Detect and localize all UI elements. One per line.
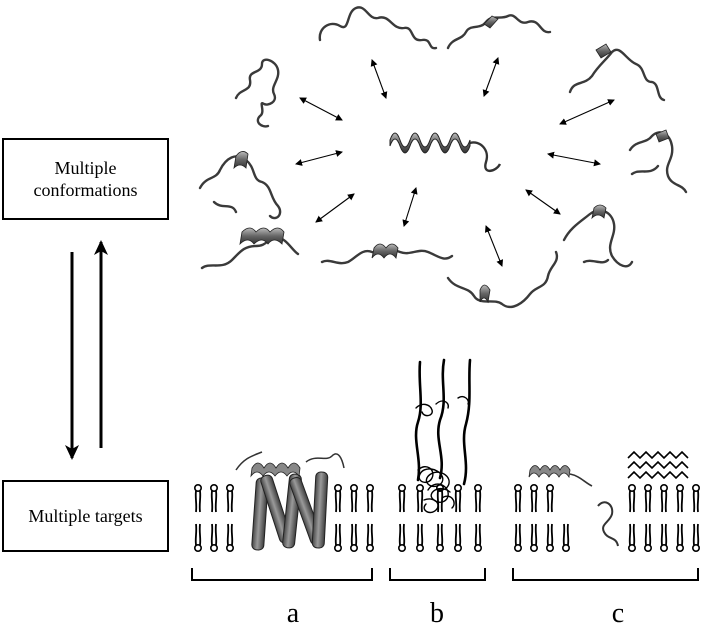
- lipid-upper: [691, 483, 701, 513]
- lipid-upper: [397, 483, 407, 513]
- bracket-a: [191, 568, 373, 581]
- lipid-lower: [545, 523, 555, 553]
- panel-label-b: b: [430, 598, 444, 629]
- conformations-label-line2: conformations: [33, 180, 138, 200]
- bracket-c: [512, 568, 699, 581]
- eq-arrow-2: [370, 59, 388, 99]
- panel-b-fibrils: [414, 358, 472, 514]
- lipid-lower: [333, 523, 343, 553]
- eq-arrow-10: [525, 189, 561, 215]
- lipid-lower: [643, 523, 653, 553]
- eq-arrow-3: [482, 57, 500, 97]
- lipid-lower: [435, 523, 445, 553]
- lipid-lower: [529, 523, 539, 553]
- multiple-conformations-box: Multiple conformations: [2, 138, 169, 220]
- lipid-lower: [691, 523, 701, 553]
- lipid-lower: [209, 523, 219, 553]
- eq-arrow-6: [547, 151, 601, 167]
- lipid-upper: [643, 483, 653, 513]
- lipid-lower: [365, 523, 375, 553]
- equilibrium-arrows: [295, 57, 615, 267]
- transition-arrows: [65, 240, 108, 460]
- eq-arrow-5: [295, 150, 343, 166]
- coil-10: [446, 250, 559, 309]
- wavy-layer: [627, 450, 689, 480]
- lipid-lower: [513, 523, 523, 553]
- coil-6: [198, 155, 282, 220]
- lipid-upper: [209, 483, 219, 513]
- lipid-lower: [453, 523, 463, 553]
- lipid-lower: [397, 523, 407, 553]
- conformations-label-line1: Multiple: [54, 157, 117, 178]
- lipid-lower: [225, 523, 235, 553]
- lipid-upper: [453, 483, 463, 513]
- lipid-lower: [627, 523, 637, 553]
- panel-label-c: c: [611, 598, 625, 629]
- lipid-upper: [513, 483, 523, 513]
- panel-label-a: a: [286, 598, 300, 629]
- lipid-upper: [193, 483, 203, 513]
- panel-c-components: [528, 450, 689, 547]
- panel-a-bundle: [235, 451, 345, 551]
- eq-arrow-1: [299, 97, 343, 121]
- lipid-lower: [193, 523, 203, 553]
- lipid-upper: [415, 483, 425, 513]
- lipid-upper: [473, 483, 483, 513]
- lipid-upper: [545, 483, 555, 513]
- lipid-lower: [473, 523, 483, 553]
- coil-3: [446, 14, 552, 50]
- conformation-coils: [198, 6, 688, 309]
- lipid-upper: [225, 483, 235, 513]
- lipid-upper: [349, 483, 359, 513]
- panel-brackets: [191, 568, 699, 581]
- lipid-upper: [627, 483, 637, 513]
- eq-arrow-8: [402, 187, 418, 227]
- lipid-upper: [675, 483, 685, 513]
- coil-7: [200, 236, 300, 270]
- coil-9: [562, 209, 634, 268]
- coil-helix-segments: [233, 15, 670, 304]
- lipid-lower: [349, 523, 359, 553]
- lipid-lower: [415, 523, 425, 553]
- eq-arrow-4: [559, 99, 615, 125]
- targets-label: Multiple targets: [28, 505, 143, 526]
- coil-2: [318, 6, 438, 50]
- lipid-upper: [529, 483, 539, 513]
- eq-arrow-9: [484, 225, 504, 267]
- coil-4: [568, 48, 666, 102]
- lipid-upper: [365, 483, 375, 513]
- coil-5: [628, 131, 688, 194]
- lipid-lower: [675, 523, 685, 553]
- lipid-lower: [561, 523, 571, 553]
- eq-arrow-7: [315, 193, 355, 223]
- multiple-targets-box: Multiple targets: [2, 480, 169, 552]
- central-helix: [389, 132, 502, 173]
- bracket-b: [389, 568, 486, 581]
- lipid-upper: [333, 483, 343, 513]
- lipid-lower: [659, 523, 669, 553]
- coil-1: [234, 58, 280, 128]
- lipid-upper: [659, 483, 669, 513]
